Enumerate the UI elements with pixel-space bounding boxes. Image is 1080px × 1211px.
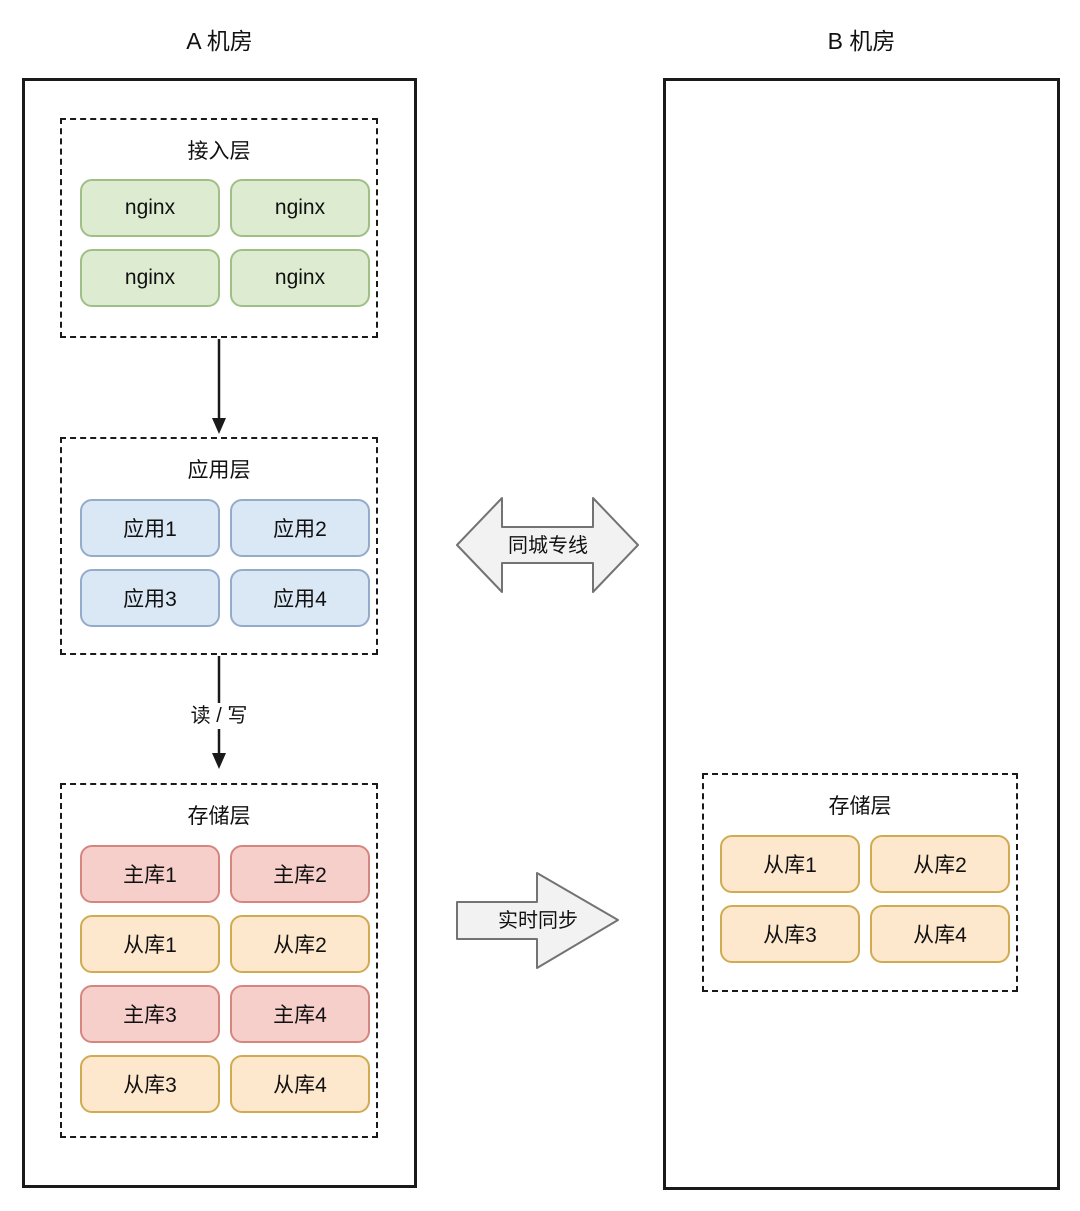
storage-b-node-grid: 从库1 从库2 从库3 从库4 <box>720 835 1010 963</box>
slave-db-node: 从库1 <box>80 915 220 973</box>
slave-db-node: 从库1 <box>720 835 860 893</box>
datacenter-b-title: B 机房 <box>827 28 896 54</box>
realtime-sync-label: 实时同步 <box>498 910 578 932</box>
app-node: 应用1 <box>80 499 220 557</box>
master-db-node: 主库1 <box>80 845 220 903</box>
app-node: 应用3 <box>80 569 220 627</box>
app-node: 应用2 <box>230 499 370 557</box>
slave-db-node: 从库3 <box>720 905 860 963</box>
right-arrow-icon <box>456 872 619 969</box>
access-layer-title: 接入层 <box>187 140 251 163</box>
master-db-node: 主库2 <box>230 845 370 903</box>
slave-db-node: 从库3 <box>80 1055 220 1113</box>
app-layer-title: 应用层 <box>187 459 251 482</box>
master-db-node: 主库3 <box>80 985 220 1043</box>
slave-db-node: 从库2 <box>870 835 1010 893</box>
same-city-line-label: 同城专线 <box>508 535 588 557</box>
master-db-node: 主库4 <box>230 985 370 1043</box>
app-node-grid: 应用1 应用2 应用3 应用4 <box>80 499 370 627</box>
storage-a-node-grid: 主库1 主库2 从库1 从库2 主库3 主库4 从库3 从库4 <box>80 845 370 1113</box>
datacenter-b-box <box>663 78 1060 1190</box>
bidirectional-arrow-icon <box>456 497 639 593</box>
slave-db-node: 从库2 <box>230 915 370 973</box>
storage-layer-a: 存储层 主库1 主库2 从库1 从库2 主库3 主库4 从库3 从库4 <box>60 783 378 1138</box>
nginx-node: nginx <box>80 249 220 307</box>
access-node-grid: nginx nginx nginx nginx <box>80 179 370 307</box>
datacenter-a-title: A 机房 <box>186 28 253 54</box>
nginx-node: nginx <box>230 179 370 237</box>
nginx-node: nginx <box>230 249 370 307</box>
storage-layer-b-title: 存储层 <box>828 795 892 818</box>
storage-layer-a-title: 存储层 <box>187 805 251 828</box>
app-layer: 应用层 应用1 应用2 应用3 应用4 <box>60 437 378 655</box>
nginx-node: nginx <box>80 179 220 237</box>
read-write-label: 读 / 写 <box>149 703 289 729</box>
slave-db-node: 从库4 <box>230 1055 370 1113</box>
access-layer: 接入层 nginx nginx nginx nginx <box>60 118 378 338</box>
storage-layer-b: 存储层 从库1 从库2 从库3 从库4 <box>702 773 1018 992</box>
slave-db-node: 从库4 <box>870 905 1010 963</box>
down-arrow-icon <box>212 339 226 434</box>
app-node: 应用4 <box>230 569 370 627</box>
